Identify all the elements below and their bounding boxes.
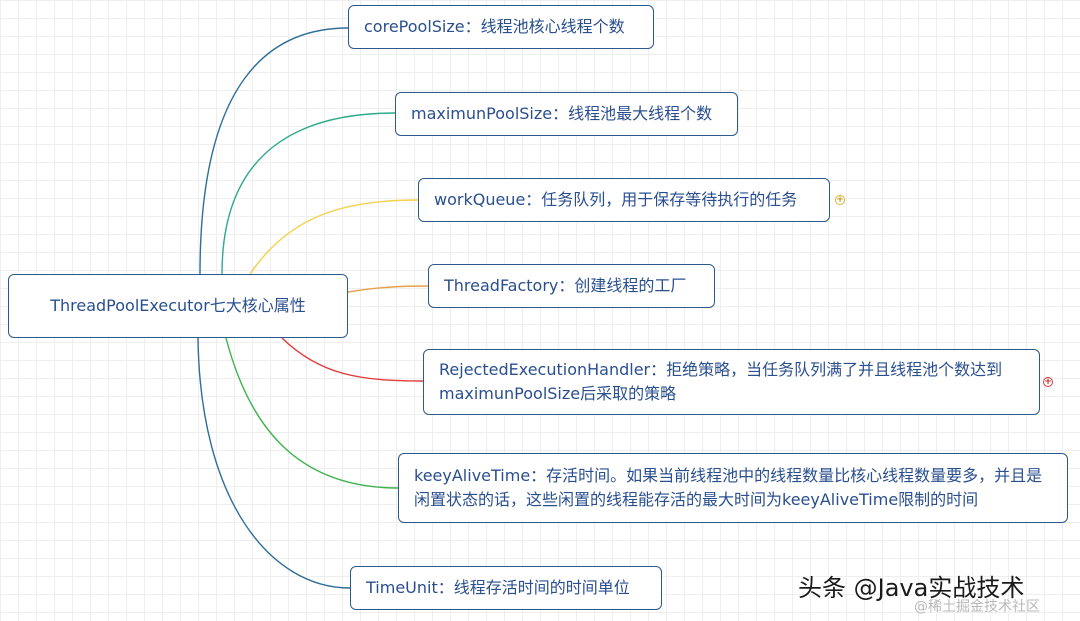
watermark-main: 头条 @Java实战技术	[798, 574, 1025, 602]
branch-label: ThreadFactory：创建线程的工厂	[444, 276, 687, 295]
connector-keepalivetime	[225, 337, 399, 489]
expand-icon[interactable]: +	[1043, 377, 1053, 387]
watermark-sub: @稀土掘金技术社区	[914, 599, 1040, 615]
branch-threadfactory[interactable]: ThreadFactory：创建线程的工厂	[428, 264, 715, 308]
branch-label: corePoolSize：线程池核心线程个数	[364, 17, 625, 36]
expand-icon[interactable]: +	[835, 195, 845, 205]
branch-rejectedexecutionhandler[interactable]: RejectedExecutionHandler：拒绝策略，当任务队列满了并且线…	[423, 349, 1040, 415]
expand-symbol: +	[836, 195, 844, 205]
branch-keepalivetime[interactable]: keeyAliveTime：存活时间。如果当前线程池中的线程数量比核心线程数量要…	[398, 453, 1068, 523]
branch-label: maximunPoolSize：线程池最大线程个数	[411, 104, 713, 123]
connector-rejectedhandler	[281, 337, 424, 382]
connector-timeunit	[197, 337, 351, 589]
connector-workqueue	[249, 199, 419, 275]
root-node[interactable]: ThreadPoolExecutor七大核心属性	[8, 274, 348, 338]
connector-threadfactory	[347, 285, 429, 293]
root-label: ThreadPoolExecutor七大核心属性	[50, 296, 306, 315]
branch-corepoolsize[interactable]: corePoolSize：线程池核心线程个数	[348, 5, 654, 49]
branch-workqueue[interactable]: workQueue：任务队列，用于保存等待执行的任务	[418, 178, 830, 222]
expand-symbol: +	[1044, 377, 1052, 387]
branch-timeunit[interactable]: TimeUnit：线程存活时间的时间单位	[350, 566, 662, 610]
branch-label: workQueue：任务队列，用于保存等待执行的任务	[434, 190, 798, 209]
branch-maximunpoolsize[interactable]: maximunPoolSize：线程池最大线程个数	[395, 92, 738, 136]
connector-corepoolsize	[199, 27, 349, 275]
branch-label: keeyAliveTime：存活时间。如果当前线程池中的线程数量比核心线程数量要…	[414, 466, 1043, 509]
branch-label: TimeUnit：线程存活时间的时间单位	[366, 578, 630, 597]
connector-maximunpoolsize	[221, 112, 396, 275]
branch-label: RejectedExecutionHandler：拒绝策略，当任务队列满了并且线…	[439, 360, 1003, 403]
